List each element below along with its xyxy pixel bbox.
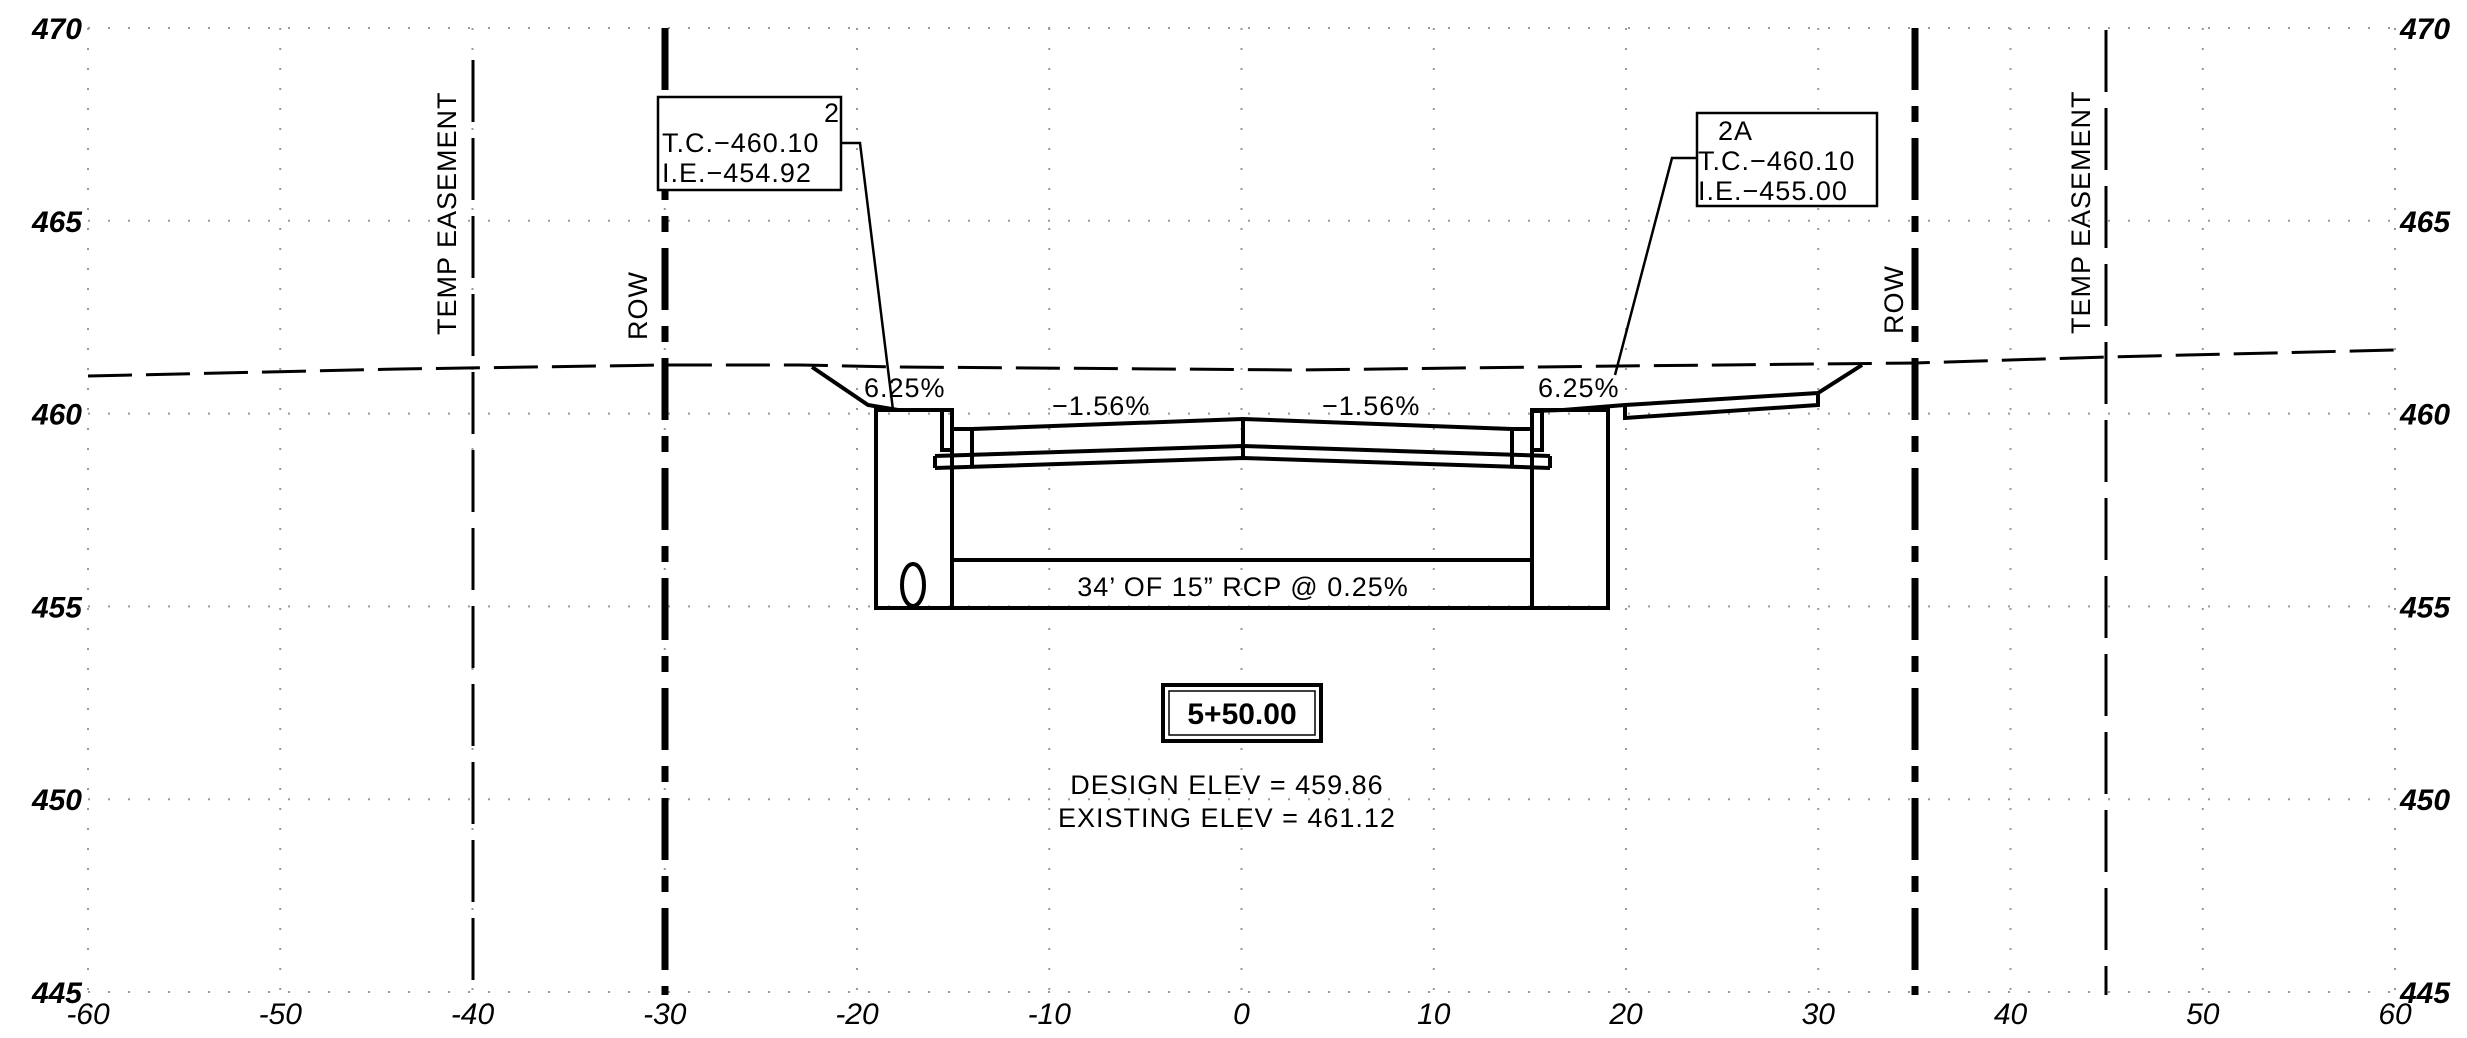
y-axis-labels-left: 470 465 460 455 450 445 [31,13,83,1010]
slope-label-left-side: 6.25% [864,373,946,403]
x-tick-label: -40 [451,998,495,1031]
pipe-label: 34’ OF 15” RCP @ 0.25% [1077,572,1409,602]
leader-line-left [841,141,895,411]
y-tick-label-left: 455 [31,591,83,624]
x-tick-label: 30 [1802,998,1836,1031]
structure-tc-right: T.C.−460.10 [1698,146,1855,176]
y-axis-labels-right: 470 465 460 455 450 445 [2399,13,2451,1010]
x-tick-label: -10 [1028,998,1072,1031]
x-tick-label: 40 [1994,998,2028,1031]
row-label-left: ROW [623,271,653,340]
existing-elev-label: EXISTING ELEV = 461.12 [1058,803,1396,833]
y-tick-label-left: 460 [31,399,82,432]
x-tick-label: -60 [66,998,110,1031]
y-tick-label-right: 455 [2399,591,2451,624]
structure-id-left: 2 [824,98,840,128]
y-tick-label-right: 450 [2399,784,2450,817]
y-tick-label-left: 450 [31,784,82,817]
x-tick-label: 60 [2378,998,2412,1031]
y-tick-label-left: 465 [31,206,83,239]
design-elev-label: DESIGN ELEV = 459.86 [1070,770,1383,800]
leader-line-right [1613,156,1697,376]
x-axis-labels: -60 -50 -40 -30 -20 -10 0 10 20 30 40 50 60 [66,998,2412,1031]
temp-easement-label-left: TEMP EASEMENT [432,91,462,335]
x-tick-label: -50 [259,998,303,1031]
y-tick-label-left: 470 [31,13,82,46]
x-tick-label: 10 [1417,998,1451,1031]
y-tick-label-right: 465 [2399,206,2451,239]
slope-label-right-road: −1.56% [1322,391,1420,421]
structure-ie-right: I.E.−455.00 [1698,176,1848,206]
station-label: 5+50.00 [1187,698,1296,731]
temp-easement-label-right: TEMP EASEMENT [2066,90,2096,334]
x-tick-label: -30 [643,998,687,1031]
existing-ground-line [87,348,2396,378]
slope-label-left-road: −1.56% [1052,391,1150,421]
structure-tc-left: T.C.−460.10 [662,128,819,158]
structure-id-right: 2A [1718,116,1753,146]
y-tick-label-right: 445 [2399,977,2451,1010]
row-label-right: ROW [1879,265,1909,334]
structure-callout-right: 2A T.C.−460.10 I.E.−455.00 [1695,111,1879,208]
y-tick-label-left: 445 [31,977,83,1010]
structure-callout-left: 2 T.C.−460.10 I.E.−454.92 [656,95,843,192]
station-box: 5+50.00 [1161,683,1323,743]
slope-label-right-side: 6.25% [1538,373,1620,403]
x-tick-label: 20 [1608,998,1643,1031]
proposed-section [810,363,1864,610]
x-tick-label: 50 [2186,998,2220,1031]
structure-ie-left: I.E.−454.92 [662,158,812,188]
x-tick-label: 0 [1233,998,1250,1031]
x-tick-label: -20 [835,998,879,1031]
y-tick-label-right: 470 [2399,13,2450,46]
y-tick-label-right: 460 [2399,399,2450,432]
